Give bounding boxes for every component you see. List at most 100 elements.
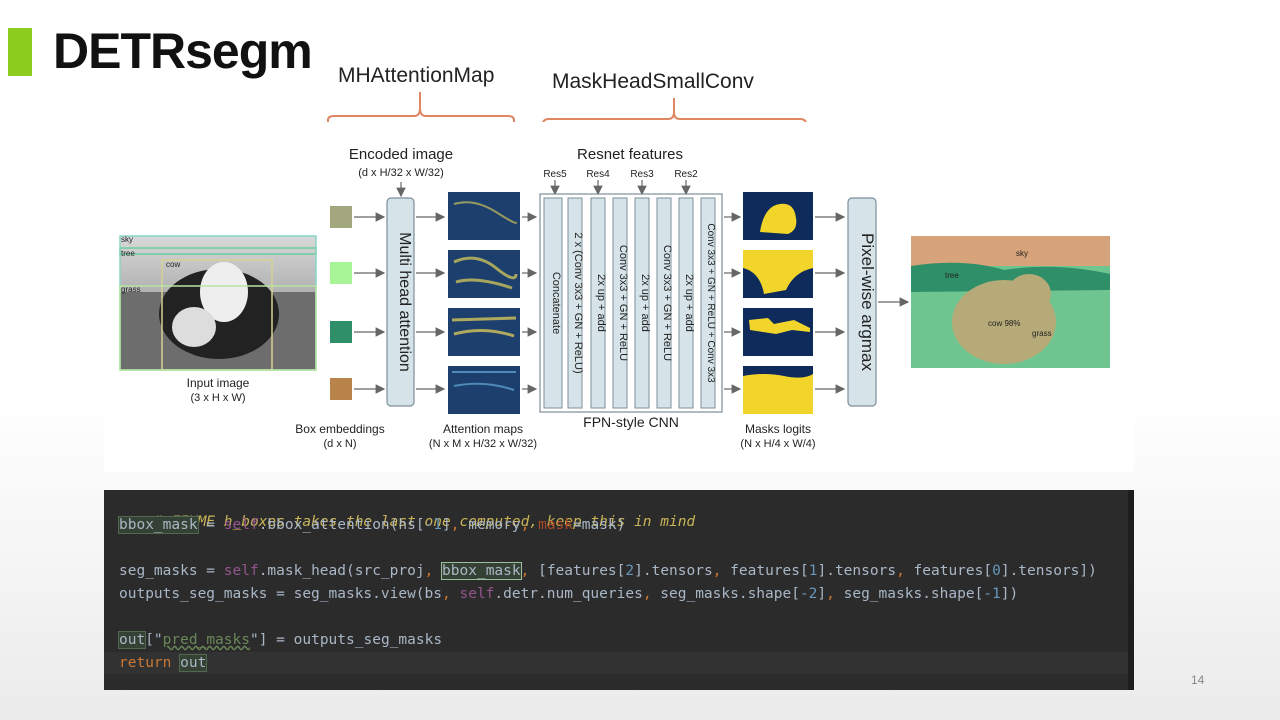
code-token: ,: [520, 563, 530, 579]
code-token: self: [223, 517, 259, 533]
fpn-block-conv-1: [612, 197, 628, 409]
out-variable: out: [117, 631, 147, 649]
fpn-container: [539, 193, 723, 413]
code-line-1: # FIXME h_boxes takes the last one compu…: [119, 492, 695, 530]
box-embeddings-label: Box embeddings: [295, 422, 384, 436]
res-label-res5: Res5: [543, 169, 567, 180]
code-token: ].tensors]): [1000, 563, 1097, 579]
out-variable-return: out: [179, 654, 208, 672]
code-token: -1: [424, 517, 443, 533]
code-token: ]: [442, 517, 451, 533]
return-keyword: return: [119, 655, 172, 671]
output-tag-tree: tree: [945, 271, 959, 280]
text-caret: [206, 655, 208, 671]
code-token: seg_masks.shape[: [834, 586, 984, 602]
output-image: sky tree cow 98% grass: [911, 236, 1110, 368]
multi-head-attention-block: [386, 197, 415, 407]
fpn-block-final-conv: [700, 197, 716, 409]
input-tag-grass: grass: [121, 285, 141, 294]
fpn-block-label-final-conv: Conv 3x3 + GN + ReLU + Conv 3x3: [705, 223, 716, 383]
masks-logits-label: Masks logits: [745, 422, 811, 436]
code-line-7: out["pred_masks"] = outputs_seg_masks: [117, 630, 443, 650]
fpn-block-label-up-add-2: 2x up + add: [639, 274, 651, 332]
mhattentionmap-label: MHAttentionMap: [338, 64, 495, 87]
bbox-mask-argument: bbox_mask: [441, 562, 522, 580]
left-bracket: [327, 92, 515, 136]
code-token: =: [197, 517, 224, 533]
code-token: ].tensors: [817, 563, 897, 579]
fpn-block-label-up-add-3: 2x up + add: [683, 274, 695, 332]
code-editor[interactable]: # FIXME h_boxes takes the last one compu…: [104, 490, 1134, 690]
code-token: ]: [817, 586, 827, 602]
fpn-caption: FPN-style CNN: [583, 414, 679, 430]
fpn-block-up-add-3: [678, 197, 694, 409]
fpn-block-label-concatenate: Concatenate: [550, 272, 562, 334]
res-label-res2: Res2: [674, 169, 698, 180]
fpn-block-concatenate: [543, 197, 563, 409]
current-line-highlight: [104, 652, 1128, 674]
maskheadsmallconv-label: MaskHeadSmallConv: [552, 70, 754, 93]
architecture-figure: sky tree cow grass Input image (3 x H x …: [104, 122, 1134, 472]
code-token: =mask): [573, 517, 626, 533]
architecture-diagram: sky tree cow grass Input image (3 x H x …: [119, 146, 1110, 450]
right-bracket: [542, 98, 807, 138]
fpn-block-label-conv-2: Conv 3x3 + GN + ReLU: [661, 245, 673, 361]
code-line-8: return out: [119, 653, 208, 673]
fpn-block-up-add-1: [590, 197, 606, 409]
box-embedding-2: [330, 262, 352, 284]
output-tag-grass: grass: [1032, 329, 1052, 338]
attention-maps-dims: (N x M x H/32 x W/32): [429, 438, 537, 450]
fpn-blocks: Concatenate 2 x (Conv 3x3 + GN + ReLU) 2…: [543, 197, 716, 409]
slide-title: DETRsegm: [53, 23, 313, 79]
code-token: .mask_head(src_proj: [258, 563, 425, 579]
multi-head-attention-label: Multi head attention: [396, 232, 413, 372]
code-token: seg_masks: [119, 563, 198, 579]
code-token: ,: [442, 586, 451, 602]
bracket-lines: [327, 92, 807, 138]
code-token: ,: [642, 586, 652, 602]
code-token: "]: [249, 632, 268, 648]
code-token: = seg_masks.view(bs: [267, 586, 443, 602]
code-token: [features[: [529, 563, 626, 579]
code-line-4: seg_masks = self.mask_head(src_proj, bbo…: [119, 561, 1097, 581]
title-accent-bar: [8, 28, 32, 76]
code-token: features[: [721, 563, 809, 579]
code-token: [": [145, 632, 163, 648]
fpn-block-label-up-add-1: 2x up + add: [595, 274, 607, 332]
code-token: ].tensors: [634, 563, 713, 579]
fpn-block-2xconv: [567, 197, 583, 409]
code-token: self: [223, 563, 259, 579]
code-token: .detr.num_queries: [494, 586, 643, 602]
box-embedding-1: [330, 206, 352, 228]
input-image: sky tree cow grass: [119, 235, 317, 371]
input-tag-sky: sky: [121, 235, 133, 244]
code-line-5: outputs_seg_masks = seg_masks.view(bs, s…: [119, 584, 1018, 604]
page-number: 14: [1191, 673, 1205, 687]
code-token: ,: [826, 586, 835, 602]
attention-maps-label: Attention maps: [443, 422, 523, 436]
box-embedding-4: [330, 378, 352, 400]
code-token: -1: [983, 586, 1001, 602]
code-line-2: bbox_mask = self.bbox_attention(hs[-1], …: [118, 515, 626, 535]
code-token: mask: [529, 517, 574, 533]
code-token: ]): [1000, 586, 1019, 602]
pred-masks-key: pred_masks: [162, 632, 250, 648]
output-tag-cow: cow 98%: [988, 319, 1020, 328]
input-image-dims: (3 x H x W): [191, 392, 246, 404]
code-token: memory: [459, 517, 521, 533]
code-token: = outputs_seg_masks: [267, 632, 443, 648]
code-token: ,: [712, 563, 722, 579]
res-label-res4: Res4: [586, 169, 610, 180]
pixel-wise-argmax-label: Pixel-wise argmax: [858, 233, 877, 371]
code-token: 2: [625, 563, 635, 579]
bbox-mask-variable: bbox_mask: [118, 516, 199, 534]
code-token: .bbox_attention(hs[: [258, 517, 425, 533]
fpn-block-label-2xconv: 2 x (Conv 3x3 + GN + ReLU): [572, 232, 584, 373]
box-embedding-3: [330, 321, 352, 343]
code-token: 0: [992, 563, 1001, 579]
box-embeddings-dims: (d x N): [324, 438, 357, 450]
encoded-image-dims: (d x H/32 x W/32): [358, 167, 444, 179]
fpn-block-label-conv-1: Conv 3x3 + GN + ReLU: [617, 245, 629, 361]
input-tag-tree: tree: [121, 249, 135, 258]
code-token: 1: [808, 563, 818, 579]
